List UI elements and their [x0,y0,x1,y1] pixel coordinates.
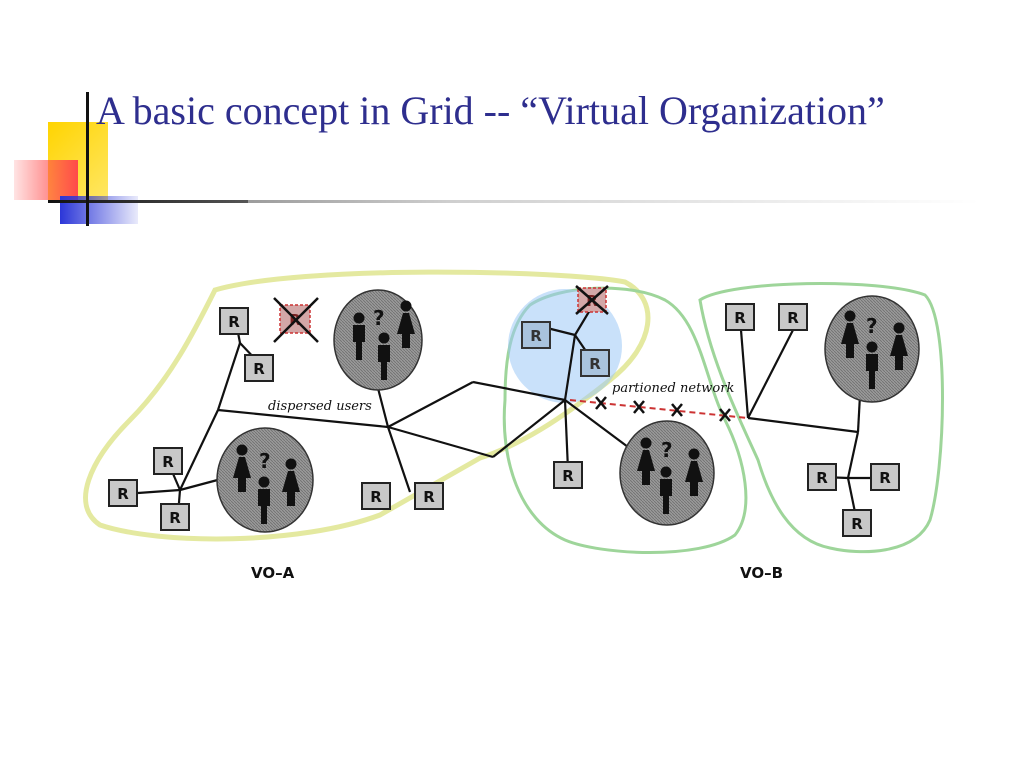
resource-node: R [414,482,444,510]
failed-resource-node: R [273,297,319,343]
resource-node: R [521,321,551,349]
resource-node: R [244,354,274,382]
svg-text:R: R [589,355,601,373]
failed-resource-node: R [575,285,609,315]
vo-a-boundary [83,269,651,542]
svg-text:R: R [879,469,891,487]
user-query-mark: ? [259,449,271,473]
user-query-mark: ? [866,314,878,338]
resource-node: R [219,307,249,335]
user-group-vo-a-top: ? [333,289,423,391]
partitioned-network-label: partioned network [612,381,734,396]
svg-text:R: R [530,327,542,345]
svg-text:R: R [117,485,129,503]
link-break-marks [595,396,731,422]
user-group-vo-b: ? [824,295,920,403]
decor-horizontal-line [48,200,248,203]
svg-text:R: R [734,309,746,327]
user-query-mark: ? [373,306,385,330]
user-query-mark: ? [661,438,673,462]
resource-node: R [807,463,837,491]
dispersed-users-label: dispersed users [268,399,372,414]
svg-text:R: R [169,509,181,527]
svg-text:R: R [787,309,799,327]
svg-text:R: R [370,488,382,506]
virtual-organization-diagram: ? ? ? ? R R R R R R R R R R R R R R R [83,269,944,582]
resource-node: R [725,303,755,331]
vo-b-boundary-left [502,286,748,554]
decor-red-square [14,160,78,200]
svg-text:R: R [423,488,435,506]
decor-vertical-line [86,92,89,226]
svg-text:R: R [228,313,240,331]
title-underline [100,200,980,203]
svg-text:R: R [851,515,863,533]
vo-b-boundary-right [698,282,944,554]
resource-node: R [153,447,183,475]
svg-text:R: R [562,467,574,485]
resource-node: R [108,479,138,507]
resource-node: R [842,509,872,537]
resource-node: R [870,463,900,491]
svg-text:R: R [816,469,828,487]
user-group-vo-a-bottom: ? [216,427,314,533]
resource-node: R [580,349,610,377]
resource-node: R [160,503,190,531]
vo-b-label: VO–B [740,564,783,582]
user-group-center: ? [619,420,715,526]
resource-node: R [778,303,808,331]
svg-text:R: R [253,360,265,378]
resource-node: R [553,461,583,489]
vo-a-label: VO–A [251,564,295,582]
slide-title: A basic concept in Grid -- “Virtual Orga… [96,88,885,133]
resource-node: R [361,482,391,510]
svg-text:R: R [162,453,174,471]
